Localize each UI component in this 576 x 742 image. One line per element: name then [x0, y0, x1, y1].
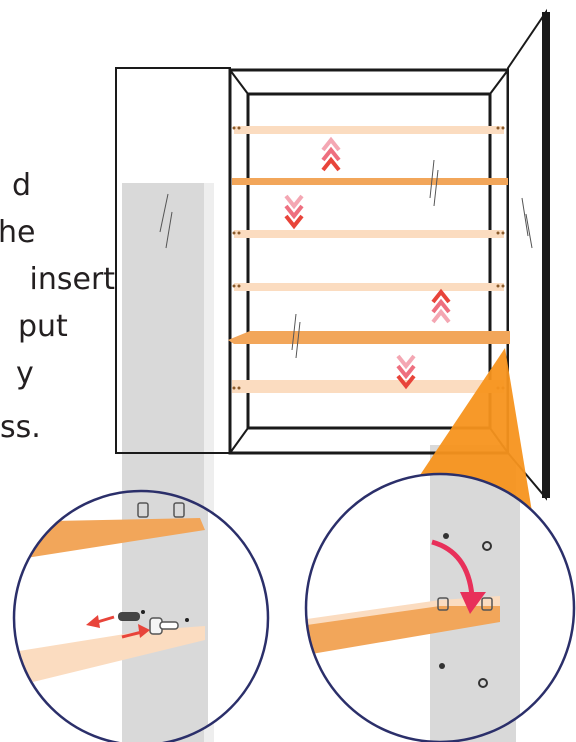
instruction-line-3: insert	[20, 262, 115, 297]
instruction-line-1: d	[12, 168, 31, 203]
detail-circle-left	[0, 480, 268, 742]
shelf-solid-1	[232, 178, 508, 185]
instruction-line-5: y	[16, 356, 34, 391]
double-chevron-up-icon	[323, 140, 339, 170]
instruction-line-6: ss.	[0, 410, 41, 445]
detail-circle-right	[300, 440, 574, 742]
instruction-line-4: put	[18, 309, 68, 344]
double-chevron-down-icon	[286, 196, 302, 226]
shelf-faded-4	[232, 380, 504, 393]
shelf-faded-2	[234, 230, 504, 238]
shelves	[228, 126, 510, 393]
shelf-faded-3	[234, 283, 504, 291]
cabinet-interior	[248, 94, 490, 428]
instruction-text: d he insert put y ss.	[0, 168, 115, 445]
double-chevron-up-icon	[433, 292, 449, 322]
shelf-pin-holes	[233, 127, 505, 390]
instruction-line-2: he	[0, 215, 35, 250]
shelf-solid-2	[228, 331, 510, 344]
shelf-faded-1	[234, 126, 504, 134]
glass-reflection-icon	[292, 160, 438, 358]
